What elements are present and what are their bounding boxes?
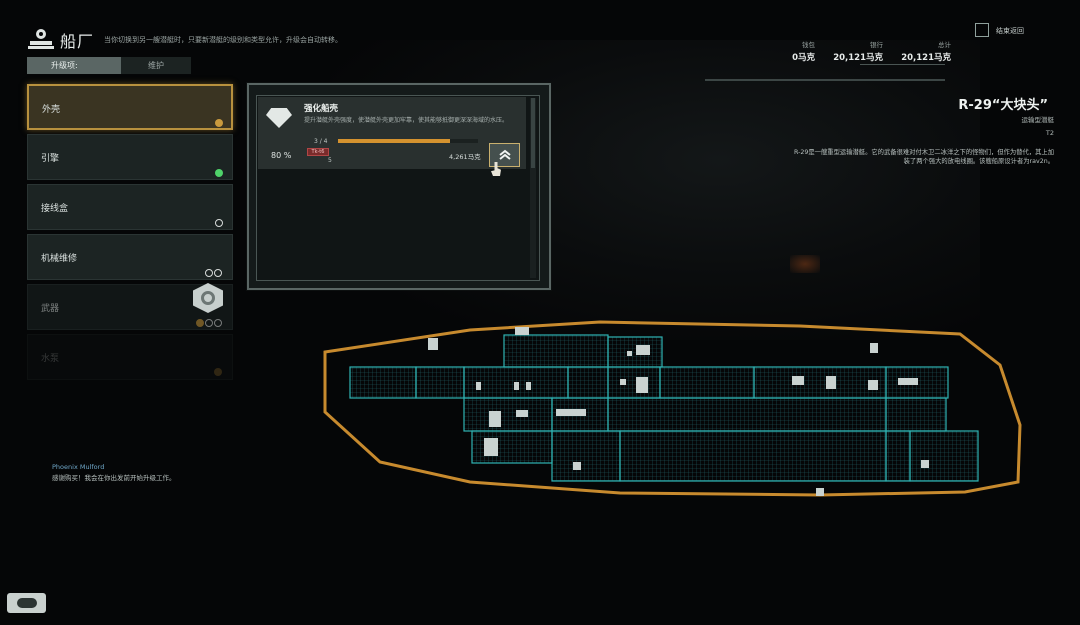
exit-label[interactable]: 结束返回	[996, 27, 1024, 35]
upgrade-ready-indicator	[215, 169, 223, 177]
submarine-description: R-29是一艘重型运输潜艇。它的武备很难对付木卫二冰洋之下的怪物们，但作为替代，…	[794, 149, 1054, 166]
buy-upgrade-button[interactable]	[489, 143, 520, 167]
page-title: 船厂	[60, 32, 95, 51]
chat-button[interactable]	[7, 593, 46, 613]
room	[567, 366, 609, 399]
submarine-name: R-29“大块头”	[958, 98, 1048, 113]
locked-category-badge-icon	[193, 283, 223, 313]
upgrade-slot-indicator	[214, 269, 222, 277]
chat-bubble-icon	[16, 598, 37, 608]
upgrade-slot-indicator	[205, 269, 213, 277]
total-value: 20,121马克	[901, 53, 951, 63]
tab-upgrades[interactable]: 升级项:	[27, 57, 121, 74]
upgrade-slot-indicator	[214, 319, 222, 327]
room	[607, 336, 663, 368]
upgrade-available-indicator	[215, 119, 223, 127]
upgrade-progress-fill	[338, 139, 450, 143]
room	[349, 366, 417, 399]
chat-message: 感谢购买！我会在你出发前开始升级工作。	[52, 474, 176, 482]
material-badge: Tk-t6	[307, 148, 329, 156]
bank-value: 20,121马克	[833, 53, 883, 63]
category-label: 外壳	[42, 105, 61, 115]
total-label: 总计	[938, 41, 951, 49]
header: 船厂 当你切换到另一艘潜艇时，只要新潜艇的级别和类型允许，升级会自动转移。	[28, 28, 342, 52]
category-pumps[interactable]: 水泵	[27, 334, 233, 380]
room	[607, 366, 661, 399]
room	[885, 366, 949, 399]
wallet-value: 0马克	[792, 53, 815, 63]
room	[503, 334, 609, 368]
room-devices	[428, 327, 929, 496]
double-chevron-up-icon	[498, 149, 511, 160]
hull-outline	[323, 320, 1022, 497]
wallet-label: 钱包	[802, 41, 815, 49]
exit-checkbox[interactable]	[975, 23, 989, 37]
category-junction-box[interactable]: 接线盒	[27, 184, 233, 230]
bank: 银行 20,121马克	[823, 39, 883, 63]
shipyard-gear-icon	[28, 29, 54, 51]
wallet: 钱包 0马克	[765, 39, 815, 63]
page-description: 当你切换到另一艘潜艇时，只要新潜艇的级别和类型允许，升级会自动转移。	[104, 36, 343, 44]
divider	[705, 79, 945, 81]
category-label: 机械维修	[41, 254, 78, 264]
material-count: 5	[328, 157, 332, 164]
submarine-rooms	[349, 334, 979, 482]
category-engine[interactable]: 引擎	[27, 134, 233, 180]
room	[753, 366, 887, 399]
upgrade-available-indicator	[214, 368, 222, 376]
category-mechanical-repair[interactable]: 机械维修	[27, 234, 233, 280]
hand-cursor-icon	[491, 162, 501, 176]
category-label: 武器	[41, 304, 60, 314]
tab-bar: 升级项: 维护	[27, 57, 191, 74]
category-label: 接线盒	[41, 204, 69, 214]
room	[463, 397, 553, 432]
divider	[860, 64, 945, 65]
tab-maintenance[interactable]: 维护	[121, 57, 191, 74]
room	[885, 397, 947, 432]
background-light	[790, 255, 820, 273]
room	[607, 397, 887, 432]
category-hull[interactable]: 外壳	[27, 84, 233, 130]
upgrade-description: 提升潜艇外壳强度，使潜艇外壳更加牢靠，使其能够抵御更深深海域的水压。	[304, 117, 509, 124]
upgrade-price: 4,261马克	[449, 153, 481, 161]
room	[909, 430, 979, 482]
room	[619, 430, 887, 482]
upgrade-level: 3 / 4	[314, 138, 328, 145]
upgrade-card-reinforced-hull	[258, 97, 526, 169]
chat-sender-name: Phoenix Mulford	[52, 463, 105, 471]
room	[885, 430, 911, 482]
upgrade-slot-indicator	[205, 319, 213, 327]
upgrade-list-scrollbar[interactable]	[530, 98, 536, 278]
room	[551, 430, 621, 482]
submarine-class: 运输型潜艇	[1021, 116, 1055, 124]
upgrade-percent: 80 %	[271, 151, 292, 160]
upgrade-slot-indicator	[215, 219, 223, 227]
room	[659, 366, 755, 399]
total: 总计 20,121马克	[891, 39, 951, 63]
upgrade-slot-indicator	[196, 319, 204, 327]
bank-label: 银行	[870, 41, 883, 49]
upgrade-name: 强化船壳	[304, 104, 339, 114]
submarine-tier: T2	[1045, 129, 1054, 137]
category-label: 引擎	[41, 154, 60, 164]
category-label: 水泵	[41, 354, 60, 364]
scrollbar-thumb[interactable]	[531, 98, 535, 168]
room	[415, 366, 465, 399]
